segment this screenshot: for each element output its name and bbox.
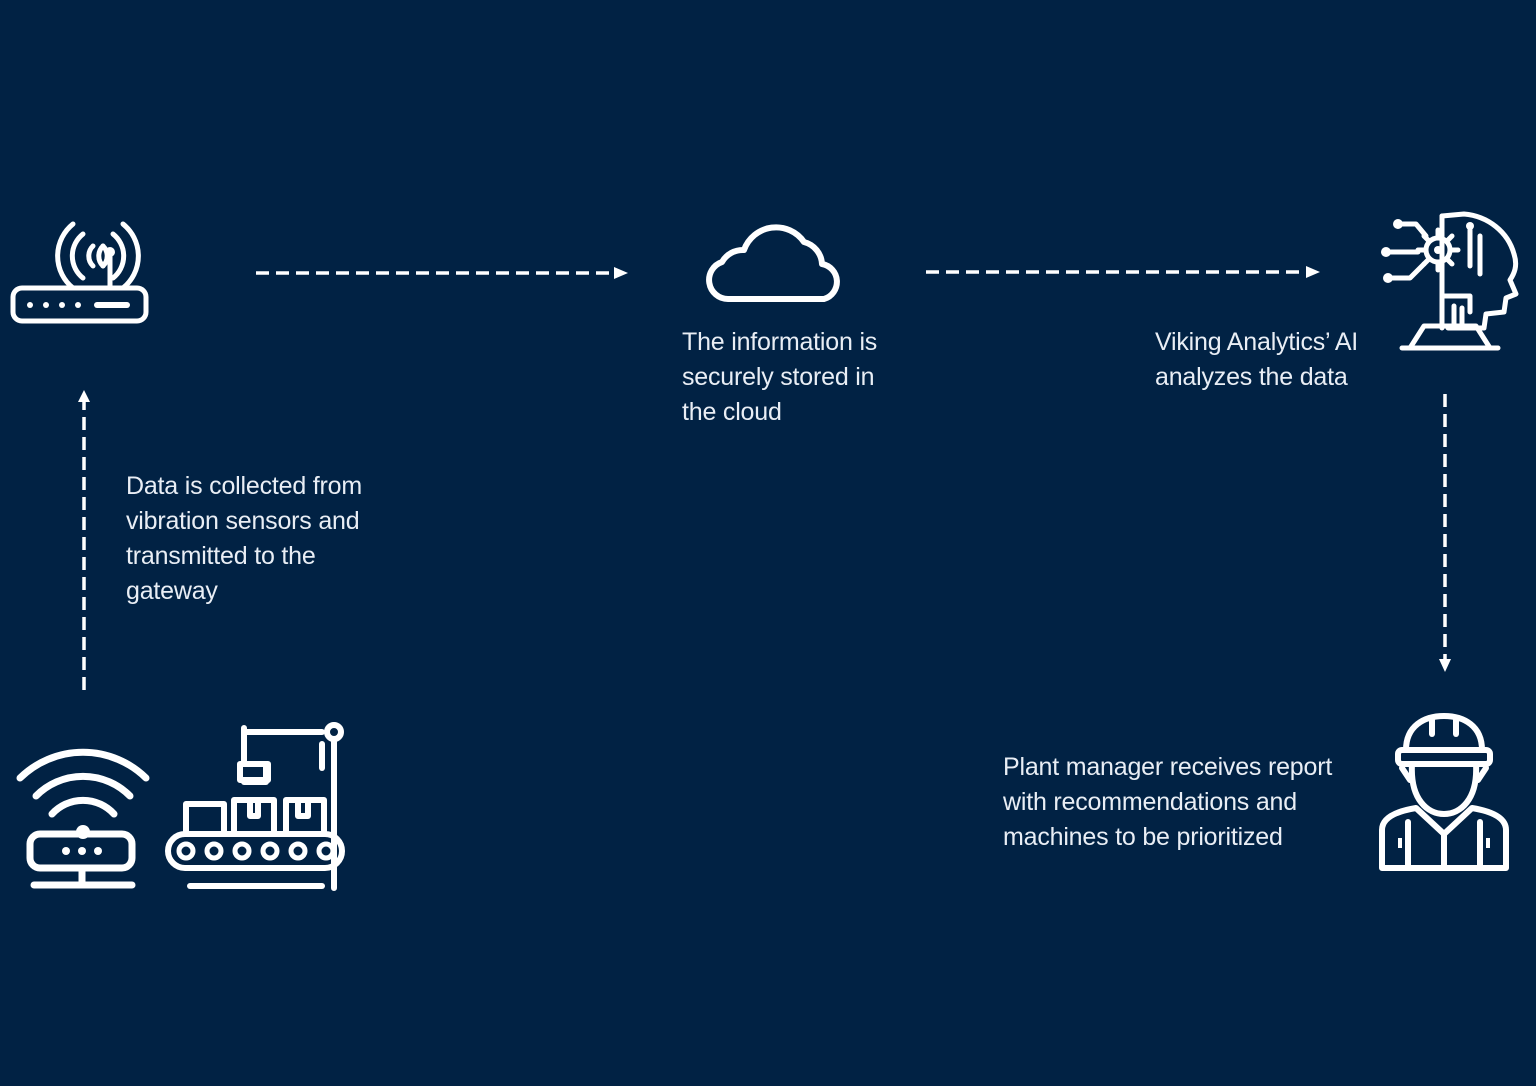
caption-line: Viking Analytics’ AI xyxy=(1155,328,1359,356)
caption-line: Data is collected from xyxy=(126,472,362,500)
caption-line: Plant manager receives report xyxy=(1003,753,1333,781)
worker-hardhat-icon xyxy=(1379,713,1509,871)
caption-line: analyzes the data xyxy=(1155,363,1348,391)
caption-analyze: Viking Analytics’ AI analyzes the data xyxy=(1155,325,1358,395)
caption-line: transmitted to the xyxy=(126,542,316,570)
ai-robot-head-icon xyxy=(1381,211,1519,351)
caption-line: The information is xyxy=(682,328,878,356)
arrowhead-right-2 xyxy=(1306,266,1320,278)
arrowhead-down xyxy=(1439,659,1451,672)
caption-line: with recommendations and xyxy=(1003,788,1297,816)
arrowhead-up xyxy=(78,390,90,402)
arrowhead-right-1 xyxy=(614,267,628,279)
wireless-router-icon xyxy=(10,221,149,324)
caption-line: securely stored in xyxy=(682,363,875,391)
caption-line: vibration sensors and xyxy=(126,507,360,535)
caption-line: machines to be prioritized xyxy=(1003,823,1283,851)
caption-store: The information is securely stored in th… xyxy=(682,325,877,430)
caption-line: the cloud xyxy=(682,398,782,426)
caption-report: Plant manager receives report with recom… xyxy=(1003,750,1332,855)
caption-collect: Data is collected from vibration sensors… xyxy=(126,469,362,609)
cloud-icon xyxy=(706,224,840,302)
caption-line: gateway xyxy=(126,577,218,605)
conveyor-factory-icon xyxy=(165,722,345,891)
wifi-router-icon xyxy=(16,748,150,889)
